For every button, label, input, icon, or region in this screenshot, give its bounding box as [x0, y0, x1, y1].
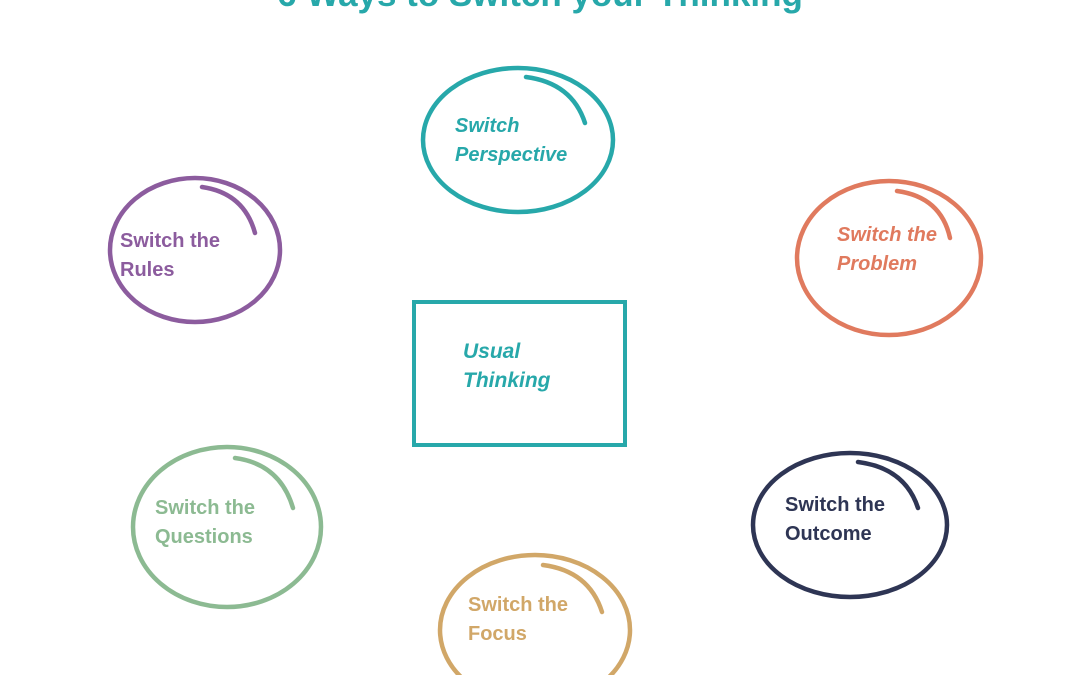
circle-outline-icon [130, 444, 324, 610]
circle-outline-icon [420, 65, 616, 215]
node-label: Switch Perspective [455, 115, 568, 166]
page-title: 6 Ways to Switch your Thinking [0, 0, 1080, 12]
node-label: Switch the Outcome [785, 494, 886, 545]
swoosh-arc-icon [540, 562, 605, 615]
node-label: Switch the Focus [468, 594, 569, 645]
swoosh-arc-icon [894, 188, 953, 241]
swoosh-arc-icon [199, 184, 258, 236]
circle-outline-icon [107, 175, 283, 325]
node-switch-the-outcome: Switch the Outcome [748, 448, 952, 602]
node-usual-thinking: Usual Thinking [412, 300, 627, 447]
node-switch-perspective: Switch Perspective [418, 63, 618, 217]
circle-outline-icon [750, 450, 950, 600]
circle-outline-icon [437, 552, 633, 675]
swoosh-arc-icon [523, 74, 588, 126]
node-switch-the-focus: Switch the Focus [435, 550, 635, 675]
circle-outline-icon [794, 178, 984, 338]
node-label: Switch the Problem [837, 224, 938, 275]
swoosh-arc-icon [232, 455, 296, 511]
node-switch-the-problem: Switch the Problem [792, 176, 986, 340]
node-switch-the-rules: Switch the Rules [105, 173, 285, 327]
node-label: Switch the Rules [120, 230, 221, 281]
node-label: Switch the Questions [155, 497, 256, 548]
swoosh-arc-icon [855, 459, 921, 511]
node-label: Usual Thinking [463, 340, 551, 392]
node-switch-the-questions: Switch the Questions [128, 442, 326, 612]
